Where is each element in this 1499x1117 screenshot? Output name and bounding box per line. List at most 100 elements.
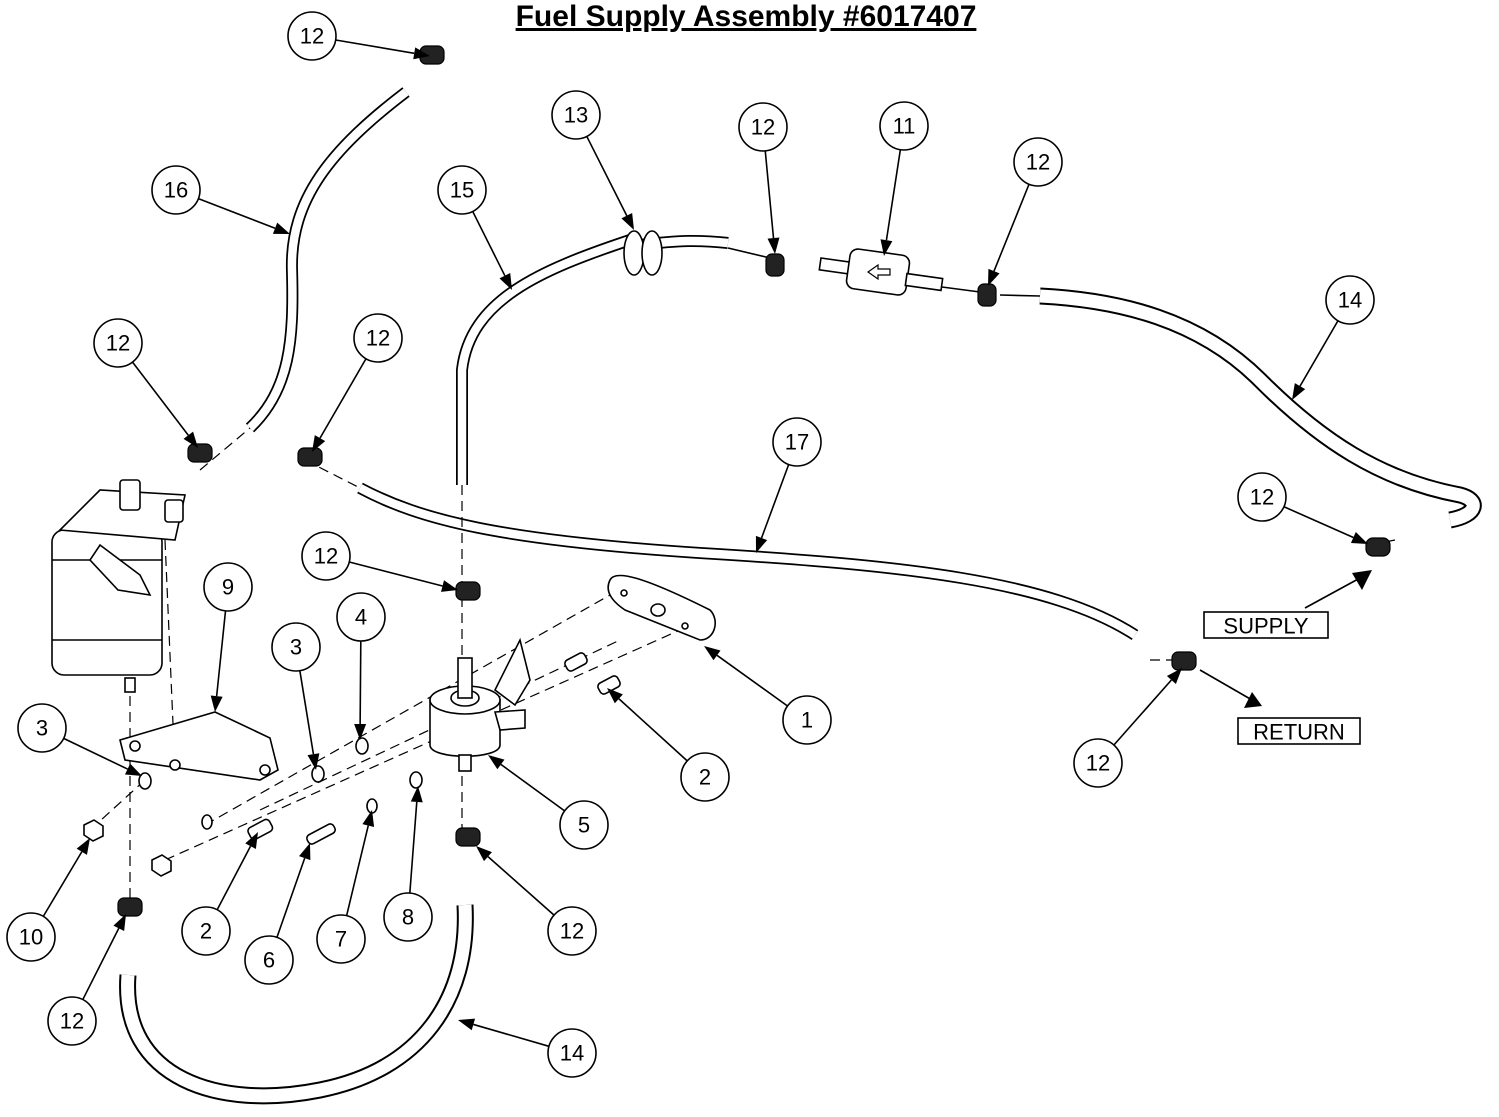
- clamp-12-lowleft: [117, 897, 143, 917]
- return-label: RETURN: [1237, 717, 1361, 745]
- hose-14-right: [999, 287, 1482, 529]
- callout-6: 6: [244, 843, 311, 985]
- callout-7: 7: [316, 810, 375, 964]
- bracket-9: [119, 711, 279, 781]
- callout-leader: [299, 670, 315, 755]
- return-label-text: RETURN: [1253, 720, 1345, 745]
- callout-10: 10: [6, 838, 90, 962]
- callout-number: 12: [60, 1009, 84, 1034]
- callout-leader: [276, 857, 306, 938]
- callout-circle: [93, 318, 143, 368]
- callout-2: 2: [181, 832, 258, 956]
- callout-leader: [349, 561, 443, 587]
- hose-15: [456, 234, 632, 485]
- callout-arrowhead: [704, 646, 721, 661]
- callout-number: 14: [1338, 288, 1362, 313]
- callout-arrowhead: [210, 695, 223, 712]
- callout-leader: [1299, 320, 1339, 387]
- callout-12: 12: [47, 914, 126, 1046]
- bolt-2-left: [247, 818, 274, 841]
- washer-8: [409, 771, 423, 789]
- callout-arrowhead: [441, 580, 458, 592]
- clamp-12-left: [187, 443, 213, 463]
- fuel-pump-5: [429, 637, 531, 772]
- callout-circle: [547, 1028, 597, 1078]
- nut-10: [83, 819, 104, 842]
- callout-12: 12: [738, 102, 788, 254]
- callout-leader: [42, 851, 83, 917]
- clamp-12-mid: [297, 447, 323, 467]
- callout-arrowhead: [354, 723, 367, 740]
- callout-number: 12: [314, 544, 338, 569]
- callout-12: 12: [312, 313, 403, 452]
- callout-number: 3: [290, 635, 302, 660]
- callout-circle: [1325, 275, 1375, 325]
- callout-circle: [6, 912, 56, 962]
- callout-3: 3: [17, 703, 142, 776]
- bolt-2-right-upper: [564, 652, 621, 695]
- callout-13: 13: [551, 90, 634, 230]
- callout-leader: [335, 39, 415, 55]
- callout-arrowhead: [113, 914, 126, 931]
- callout-14: 14: [1292, 275, 1375, 400]
- callout-arrowhead: [1350, 532, 1368, 544]
- callout-circle: [772, 417, 822, 467]
- callout-number: 12: [751, 115, 775, 140]
- callout-leader: [500, 763, 566, 812]
- callout-circle: [879, 101, 929, 151]
- callout-number: 4: [355, 605, 367, 630]
- callout-3: 3: [271, 622, 321, 770]
- callout-17: 17: [755, 417, 822, 553]
- callout-leader: [473, 1023, 550, 1048]
- callout-circle: [383, 892, 433, 942]
- callout-leader: [216, 845, 252, 911]
- callout-arrowhead: [621, 213, 634, 230]
- callout-arrowhead: [488, 755, 505, 770]
- callout-leader: [131, 361, 189, 436]
- callout-arrowhead: [183, 431, 198, 448]
- return-flow-arrow: [1199, 669, 1262, 708]
- callout-circle: [17, 703, 67, 753]
- callout-circle: [353, 313, 403, 363]
- hose-17: [357, 482, 1139, 641]
- supply-flow-arrow: [1304, 570, 1372, 609]
- callout-circle: [287, 11, 337, 61]
- callout-number: 17: [785, 430, 809, 455]
- clamp-12-bottom: [455, 827, 481, 847]
- callout-leader: [319, 358, 367, 439]
- callout-arrowhead: [307, 753, 320, 770]
- supply-label: SUPPLY: [1203, 611, 1329, 639]
- callout-arrowhead: [988, 268, 1000, 286]
- callout-leader: [993, 183, 1030, 272]
- callout-leader: [82, 927, 120, 1000]
- callout-number: 8: [402, 905, 414, 930]
- callout-leader: [198, 197, 276, 229]
- callout-arrowhead: [1166, 668, 1182, 684]
- washer-lower: [201, 814, 213, 830]
- callout-16: 16: [151, 165, 290, 234]
- callout-4: 4: [336, 592, 386, 740]
- callout-5: 5: [488, 755, 609, 850]
- callout-arrowhead: [272, 222, 290, 234]
- callout-arrowhead: [124, 763, 142, 776]
- callout-circle: [547, 906, 597, 956]
- callout-arrowhead: [410, 786, 423, 803]
- callout-number: 15: [450, 178, 474, 203]
- callout-number: 9: [222, 575, 234, 600]
- callout-number: 3: [36, 716, 48, 741]
- callout-14: 14: [458, 1018, 597, 1078]
- callout-arrowhead: [312, 435, 326, 452]
- callout-leader: [63, 737, 128, 770]
- callout-12: 12: [93, 318, 198, 448]
- callout-number: 2: [699, 765, 711, 790]
- callout-arrowhead: [755, 535, 768, 553]
- washer-3-mid: [311, 765, 325, 783]
- callout-12: 12: [287, 11, 430, 61]
- callout-circle: [203, 562, 253, 612]
- callout-leader: [472, 211, 506, 277]
- callout-12: 12: [988, 137, 1063, 286]
- callout-circle: [1073, 738, 1123, 788]
- callout-leader: [760, 464, 790, 539]
- callout-circle: [680, 752, 730, 802]
